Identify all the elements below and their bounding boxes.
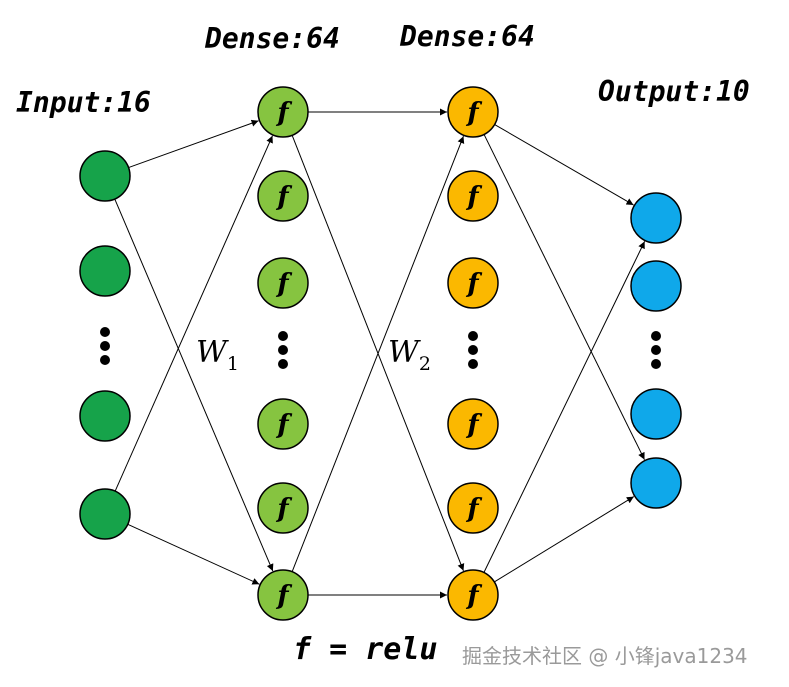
dense2-to-output-edge [483,134,645,460]
dense2-ellipsis-dot [468,331,478,341]
dense1-ellipsis-dot [278,359,288,369]
dense1-node [257,170,309,222]
input-ellipsis-dot [100,341,110,351]
input-node [79,488,131,540]
dense2-to-output-edge [483,241,646,573]
output-node [630,192,682,244]
input-layer-title: Input:16 [16,86,151,119]
input-ellipsis-dot [100,355,110,365]
activation-f-label: f [275,98,292,128]
activation-f-label: f [275,581,292,611]
dense2-node [447,569,499,621]
output-ellipsis-dot [651,359,661,369]
output-node [630,260,682,312]
w2-label: W2 [388,335,431,375]
dense1-node [257,482,309,534]
activation-f-label: f [465,98,482,128]
output-ellipsis-dot [651,345,661,355]
connections [114,108,646,599]
activation-f-label: f [275,269,292,299]
weight-labels: W1 W2 [196,335,431,375]
dense2-node [447,257,499,309]
input-to-dense1-edge [128,119,259,169]
dense2-to-output-edge [494,124,634,206]
dense2-node [447,86,499,138]
dense1-ellipsis-dot [278,345,288,355]
activation-f-label: f [275,494,292,524]
output-ellipsis-dot [651,331,661,341]
dense2-ellipsis-dot [468,359,478,369]
nodes: f f f f f f f f f f f f [79,86,682,621]
dense2-node [447,398,499,450]
output-node [630,388,682,440]
activation-f-label: f [465,269,482,299]
activation-f-label: f [465,410,482,440]
dense1-node [257,257,309,309]
activation-f-label: f [275,182,292,212]
dense2-node [447,170,499,222]
activation-f-label: f [465,494,482,524]
activation-formula: f = relu [293,632,438,667]
dense2-to-output-edge [494,496,635,583]
dense1-node [257,86,309,138]
dense1-ellipsis-dot [278,331,288,341]
activation-f-label: f [275,410,292,440]
input-to-dense1-edge [114,198,274,572]
input-to-dense1-edge [114,135,273,492]
watermark: 掘金技术社区 @ 小锋java1234 [462,644,748,668]
dense2-ellipsis-dot [468,345,478,355]
dense1-node [257,398,309,450]
activation-f-label: f [465,182,482,212]
input-ellipsis-dot [100,327,110,337]
dense1-node [257,569,309,621]
output-node [630,457,682,509]
input-node [79,390,131,442]
dense1-layer-title: Dense:64 [205,22,340,55]
input-node [79,150,131,202]
output-layer-title: Output:10 [598,75,750,108]
w1-label: W1 [196,335,239,375]
input-node [79,245,131,297]
dense2-node [447,482,499,534]
activation-f-label: f [465,581,482,611]
ellipsis-dots [100,327,661,369]
input-to-dense1-edge [127,523,260,585]
dense1-to-dense2-edge [291,136,465,572]
dense2-layer-title: Dense:64 [400,20,535,53]
